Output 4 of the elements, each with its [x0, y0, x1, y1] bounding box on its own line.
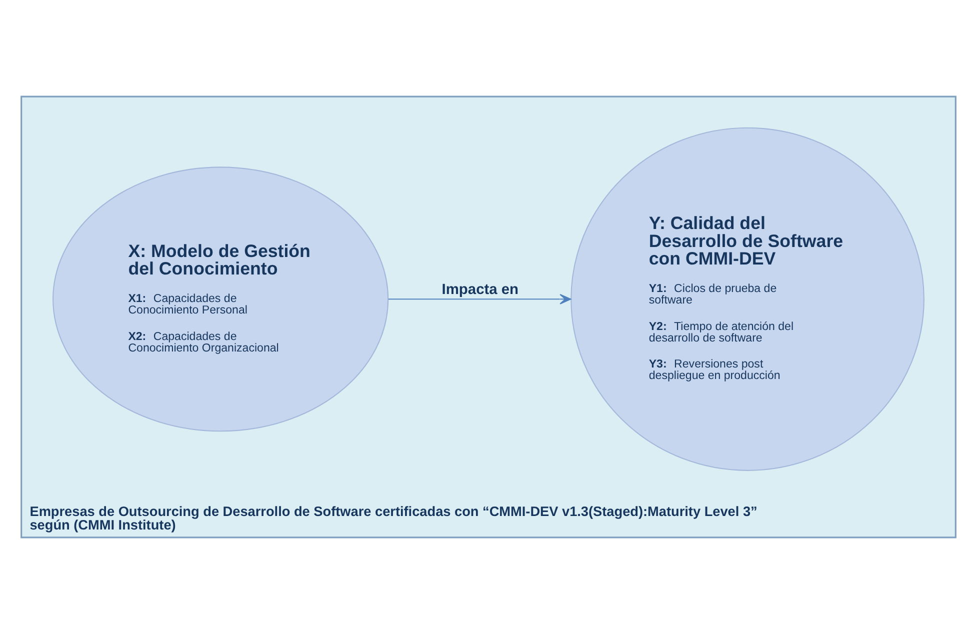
- node-circle: Y: Calidad del Desarrollo de Software con CMMI-DEV Y1: Ciclos de prueba de software Y2: Tiempo de atención del desarrollo de software Y3: Reversiones post despliegue en producción: [570, 127, 924, 471]
- node-ellipse: X: Modelo de Gestión del Conocimiento X1: Capacidades de Conocimiento Personal X2: Capacidades de Conocimiento Organizacional: [52, 166, 389, 432]
- edge-label: Impacta en: [442, 282, 519, 298]
- arrow: [388, 294, 572, 304]
